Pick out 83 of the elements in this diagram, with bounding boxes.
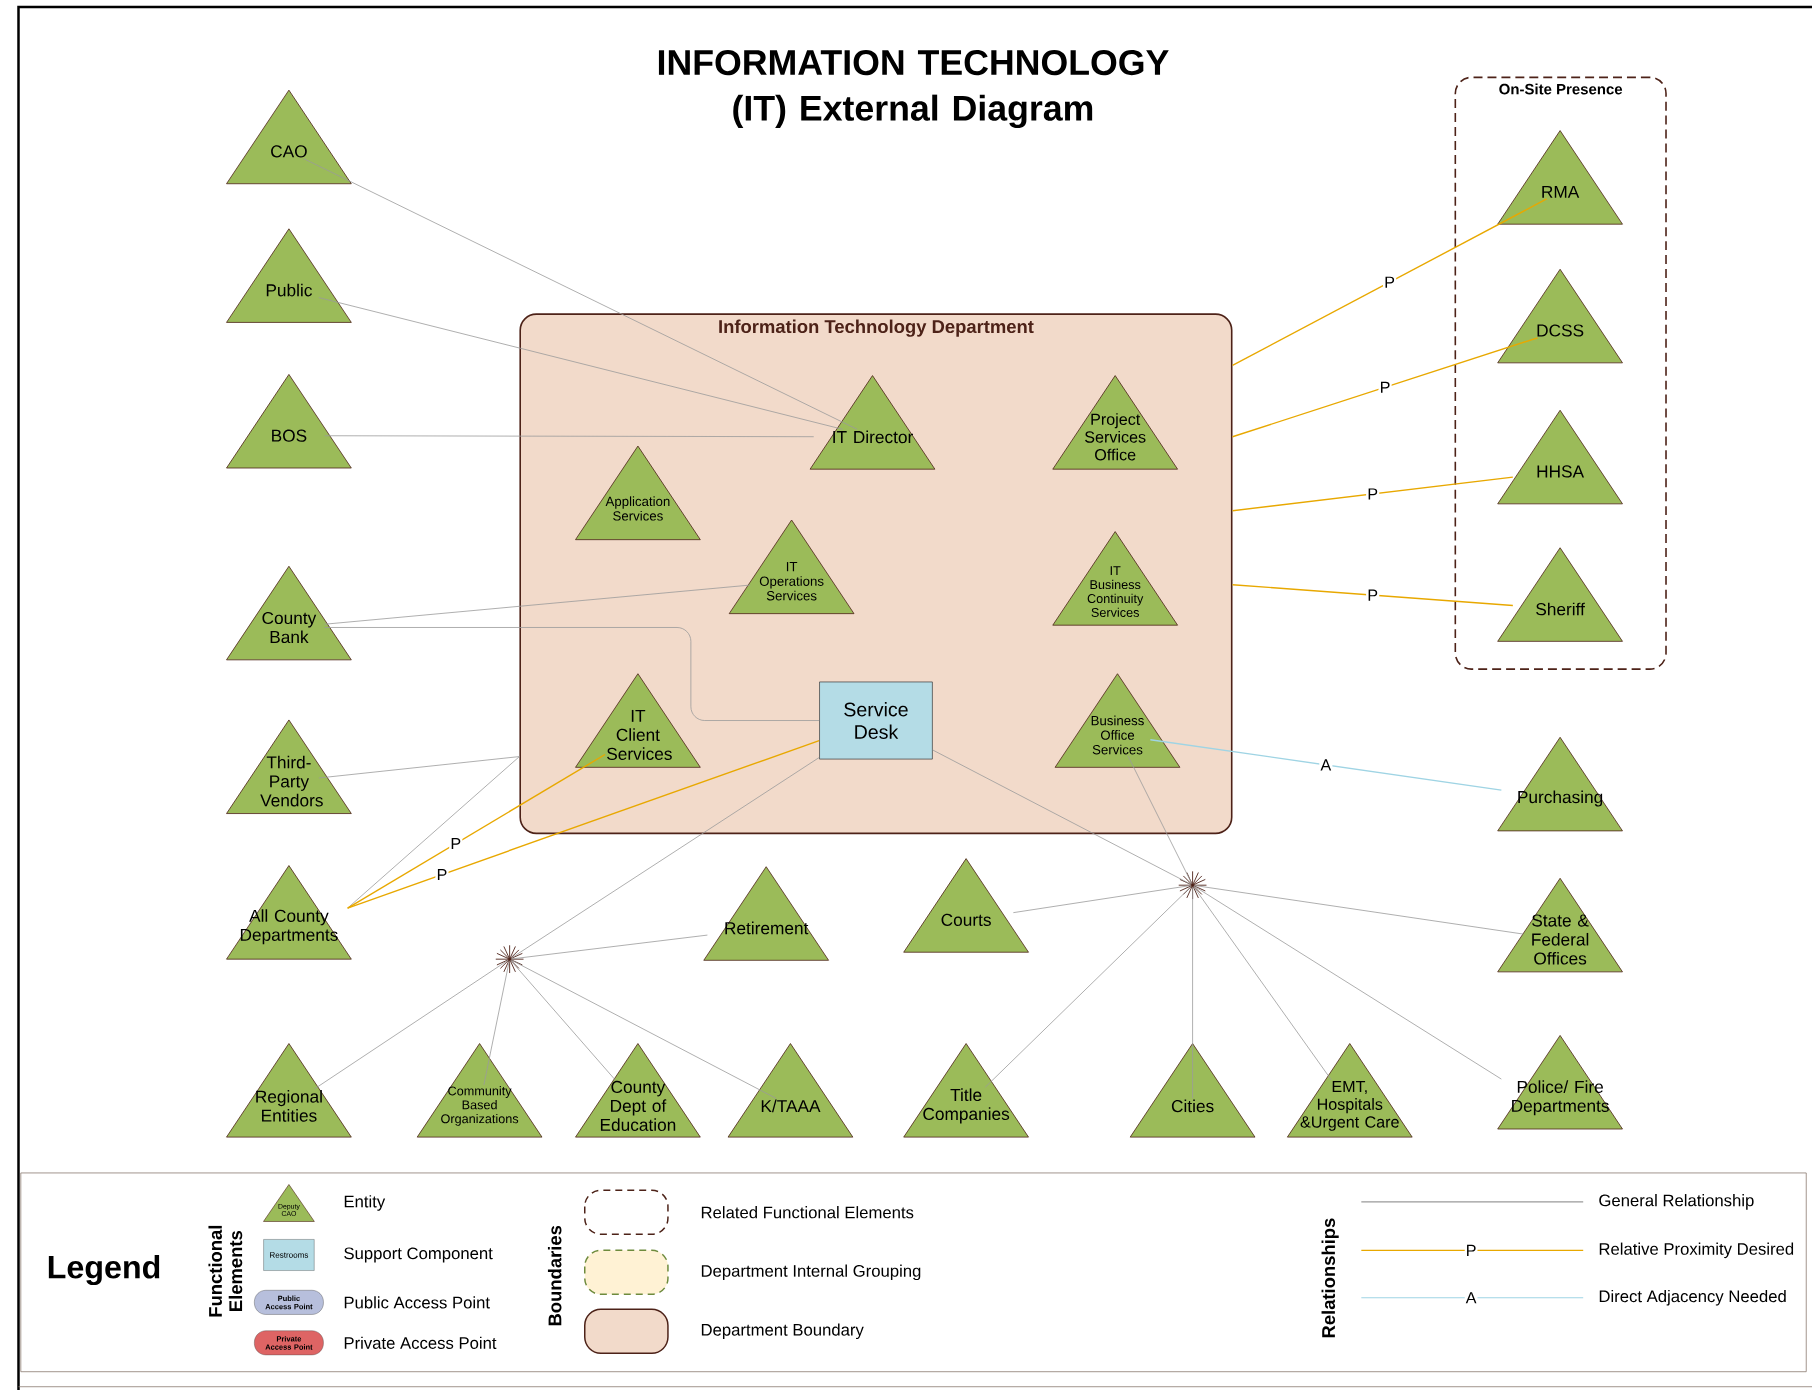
entity-triangle: Regional Entities	[226, 1043, 352, 1138]
entity-triangle: State & Federal Offices	[1497, 877, 1623, 973]
connector-line	[1193, 886, 1332, 1081]
connector-line	[347, 756, 520, 909]
connector-line	[324, 435, 815, 438]
connector-line	[1194, 885, 1524, 935]
entity-triangle: Public	[226, 228, 352, 323]
legend-heading: Legend	[48, 1254, 160, 1286]
connector-line	[318, 297, 843, 430]
support-box: Service Desk	[819, 681, 933, 760]
legend-text: General Relationship	[1599, 1194, 1754, 1210]
connector-line	[510, 757, 820, 959]
entity-triangle: Business Office Services	[1054, 673, 1181, 768]
entity-triangle: IT Director	[809, 375, 936, 470]
entity-triangle: Cities	[1129, 1043, 1256, 1138]
connector-line	[303, 158, 858, 430]
line-sample: A	[1360, 1291, 1584, 1305]
connector-line	[511, 934, 708, 960]
entity-triangle: Title Companies	[903, 1043, 1029, 1138]
junction-star	[495, 944, 524, 974]
line-sample: P	[1360, 1243, 1584, 1257]
connector-line	[346, 753, 606, 909]
connector-line	[510, 959, 777, 1099]
connector-line	[1231, 476, 1514, 512]
legend-heading: Functional Elements	[208, 1225, 243, 1317]
entity-triangle: BOS	[226, 374, 352, 469]
connector-line	[324, 584, 751, 625]
legend-text: Department Boundary	[701, 1323, 864, 1340]
entity-triangle: Sheriff	[1497, 547, 1623, 642]
legend-text: Department Internal Grouping	[701, 1264, 921, 1281]
connector-line	[510, 960, 616, 1080]
legend-text: Entity	[344, 1195, 386, 1211]
connector-line	[1127, 755, 1193, 884]
legend-text: Direct Adjacency Needed	[1599, 1289, 1786, 1306]
entity-triangle: DCSS	[1497, 268, 1623, 364]
entity-triangle: Courts	[903, 858, 1029, 953]
entity-triangle: IT Operations Services	[728, 519, 855, 615]
legend-heading: Boundaries	[547, 1225, 562, 1326]
entity-triangle: K/TAAA	[727, 1043, 854, 1138]
entity-triangle: EMT, Hospitals &Urgent Care	[1286, 1043, 1413, 1138]
entity-triangle: Community Based Organizations	[416, 1043, 543, 1138]
entity-triangle: Retirement	[703, 866, 829, 961]
connector-line	[324, 627, 820, 721]
connector-line	[1231, 337, 1539, 438]
junction-star	[1178, 870, 1207, 900]
connector-line	[932, 749, 1192, 885]
entity-triangle: Project Services Office	[1052, 375, 1178, 470]
edge-label: P	[449, 836, 463, 851]
entity-triangle: County Dept of Education	[575, 1043, 701, 1138]
edge-label: A	[1319, 758, 1333, 772]
entity-triangle: County Bank	[226, 565, 352, 661]
entity-triangle: RMA	[1497, 130, 1623, 225]
connector-line	[984, 886, 1192, 1088]
entity-triangle: IT Client Services	[575, 673, 701, 768]
legend-text: Public Access Point	[344, 1296, 490, 1309]
edge-label: P	[1366, 588, 1380, 602]
entity-triangle: Application Services	[575, 445, 701, 541]
connector-line	[314, 959, 509, 1090]
entity-triangle: Third- Party Vendors	[226, 719, 352, 814]
edge-label: P	[435, 867, 449, 882]
connector-line	[483, 960, 510, 1086]
entity-triangle: HHSA	[1497, 409, 1623, 505]
connector-line	[1192, 886, 1193, 1099]
connector-line	[1012, 885, 1192, 914]
connector-line	[1149, 739, 1503, 791]
entity-triangle: CAO	[226, 89, 352, 185]
legend-text: Support Component	[344, 1247, 493, 1263]
box-sample: Restrooms	[263, 1239, 315, 1271]
connector-line	[1231, 198, 1548, 367]
legend-text: Relative Proximity Desired	[1599, 1242, 1794, 1259]
entity-triangle: Purchasing	[1497, 736, 1623, 832]
title: INFORMATION TECHNOLOGY (IT) External Diagram	[658, 49, 1169, 129]
connector-line	[318, 756, 520, 779]
edge-label: P	[1383, 275, 1397, 289]
connector-line	[1193, 885, 1502, 1080]
legend-heading: Relationships	[1321, 1218, 1339, 1338]
edge-label: P	[1378, 380, 1392, 395]
edge-label: P	[1366, 487, 1380, 501]
connector-line	[346, 739, 820, 909]
entity-triangle: IT Business Continuity Services	[1052, 531, 1178, 626]
connector-line	[1231, 584, 1514, 607]
legend-text: Related Functional Elements	[701, 1206, 914, 1219]
legend-text: Private Access Point	[344, 1336, 497, 1349]
